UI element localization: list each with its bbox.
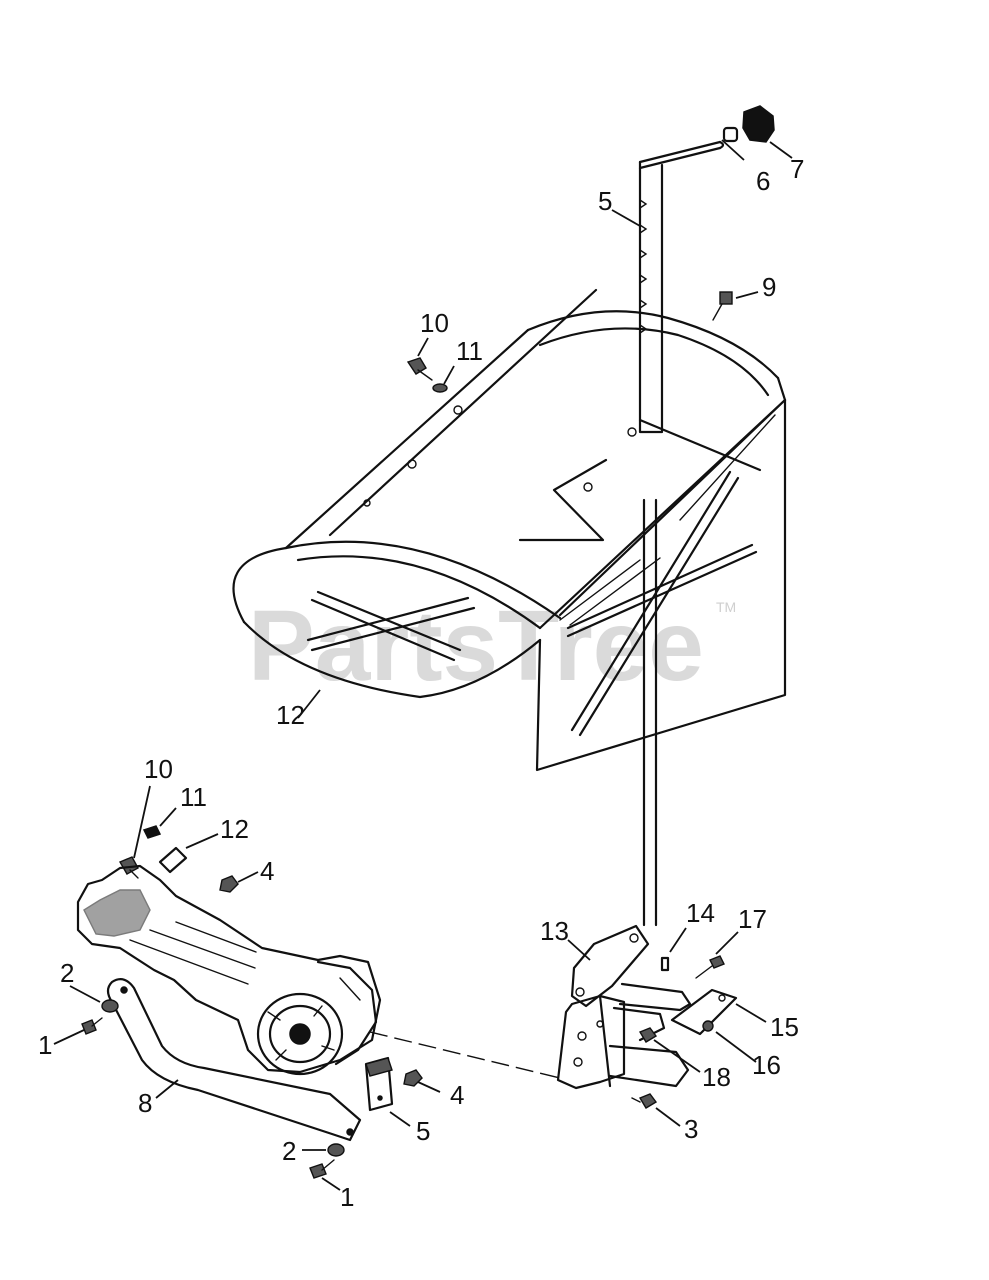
tine-shield[interactable] (232, 288, 787, 772)
watermark-trademark: TM (716, 599, 736, 615)
washer-11-lower[interactable] (142, 825, 162, 839)
callout-17: 17 (738, 904, 767, 934)
callout-9: 9 (762, 272, 776, 302)
callout-3: 3 (684, 1114, 698, 1144)
block-5-lower[interactable] (364, 1056, 394, 1112)
callout-11-lower: 11 (180, 782, 207, 812)
callout-14: 14 (686, 898, 715, 928)
callout-7: 7 (790, 154, 804, 184)
callout-8: 8 (138, 1088, 152, 1118)
bolt-9[interactable] (712, 291, 733, 321)
depth-bar[interactable] (638, 140, 725, 927)
bolt-1-upper[interactable] (81, 1017, 103, 1035)
axis-dashed-line (369, 1031, 561, 1079)
callout-6: 6 (756, 166, 770, 196)
callout-10-lower: 10 (144, 754, 173, 784)
callout-numbers: 7 6 5 9 10 11 12 10 11 12 4 2 1 8 4 5 2 … (38, 154, 804, 1212)
callout-4-upper: 4 (260, 856, 274, 886)
spacer-2-upper[interactable] (101, 999, 119, 1013)
spacer-2-lower[interactable] (327, 1143, 345, 1157)
bolt-16[interactable] (702, 1020, 714, 1032)
callout-15: 15 (770, 1012, 799, 1042)
callout-4-lower: 4 (450, 1080, 464, 1110)
bolt-10-upper[interactable] (406, 357, 433, 381)
bolt-10-lower[interactable] (118, 856, 139, 879)
callout-11-upper: 11 (456, 336, 483, 366)
callout-13: 13 (540, 916, 569, 946)
knob-7[interactable] (742, 105, 775, 143)
callout-1-upper: 1 (38, 1030, 52, 1060)
nut-4-upper[interactable] (219, 875, 239, 893)
bolt-3[interactable] (631, 1093, 658, 1109)
callout-12-upper: 12 (276, 700, 305, 730)
link-arm-8[interactable] (106, 977, 362, 1142)
callout-5-upper: 5 (598, 186, 612, 216)
callout-2-lower: 2 (282, 1136, 296, 1166)
callout-12-lower: 12 (220, 814, 249, 844)
leader-lines (53, 139, 793, 1191)
transmission-housing[interactable] (76, 864, 382, 1076)
callout-18: 18 (702, 1062, 731, 1092)
pin-14[interactable] (660, 956, 670, 972)
nut-4-lower[interactable] (403, 1069, 423, 1087)
callout-5-lower: 5 (416, 1116, 430, 1146)
callout-2-upper: 2 (60, 958, 74, 988)
bolt-17[interactable] (695, 955, 725, 979)
cover-plate-15[interactable] (670, 988, 738, 1036)
nut-18[interactable] (638, 1027, 658, 1043)
bracket-12-lower[interactable] (158, 846, 188, 874)
spacer-6[interactable] (722, 126, 739, 143)
callout-10-upper: 10 (420, 308, 449, 338)
plate-13[interactable] (570, 924, 650, 1008)
callout-16: 16 (752, 1050, 781, 1080)
bolt-1-lower[interactable] (309, 1159, 335, 1179)
washer-11-upper[interactable] (432, 383, 448, 393)
callout-1-lower: 1 (340, 1182, 354, 1212)
